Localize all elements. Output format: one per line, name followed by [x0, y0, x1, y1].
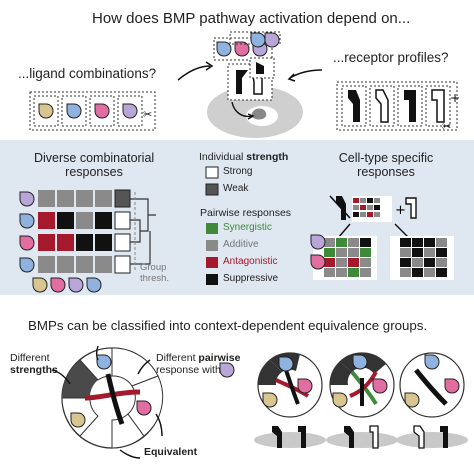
- bottom-title: BMPs can be classified into context-depe…: [28, 318, 428, 333]
- legend-individual-strength: strength: [246, 151, 289, 163]
- different-pairwise-line2: response with: [156, 364, 221, 376]
- different-strengths-line2: strengths: [10, 364, 58, 376]
- legend-swatches: [205, 166, 219, 285]
- different-pairwise-prefix: Different: [156, 352, 199, 364]
- legend-additive: Additive: [223, 239, 259, 250]
- label-different-strengths: Different strengths: [10, 352, 58, 376]
- receptor-stack: [227, 57, 275, 101]
- ligand-question: ...ligand combinations?: [18, 66, 157, 81]
- svg-text:✂: ✂: [442, 120, 451, 133]
- diverse-title-line2: responses: [65, 165, 123, 179]
- combinatorial-matrix: [19, 189, 156, 293]
- legend-individual-header: Individual strength: [199, 151, 288, 163]
- celltype-diagram: +: [310, 195, 454, 280]
- svg-text:+: +: [450, 91, 460, 105]
- celltype-title-line1: Cell-type specific: [338, 151, 434, 165]
- equivalence-wheels-small: [254, 352, 468, 449]
- ligand-stack: [213, 31, 281, 61]
- receptor-question: ...receptor profiles?: [333, 50, 449, 65]
- celltype-title: Cell-type specific responses: [326, 151, 446, 179]
- svg-text:✂: ✂: [143, 108, 152, 121]
- receptor-row: ✂ +: [336, 81, 460, 133]
- arrow-from-receptors: [289, 69, 323, 79]
- group-thresh-line1: Group: [140, 262, 167, 273]
- celltype-title-line2: responses: [357, 165, 415, 179]
- legend-pairwise-header: Pairwise responses: [200, 207, 292, 219]
- legend-weak: Weak: [223, 183, 249, 194]
- group-thresh-label: Group thresh.: [140, 262, 169, 284]
- main-title: How does BMP pathway activation depend o…: [92, 10, 411, 27]
- label-different-pairwise: Different pairwise response with: [156, 352, 240, 376]
- equivalence-wheel-large: [51, 345, 235, 459]
- different-pairwise-bold: pairwise: [198, 352, 241, 364]
- arrow-from-ligands: [177, 65, 211, 81]
- group-thresh-line2: thresh.: [140, 273, 170, 284]
- ligand-row: ✂: [29, 91, 156, 131]
- legend-suppressive: Suppressive: [223, 273, 279, 284]
- legend-individual-prefix: Individual: [199, 151, 247, 163]
- equivalent-text: Equivalent: [144, 446, 198, 458]
- different-strengths-line1: Different: [10, 352, 50, 364]
- diverse-title-line1: Diverse combinatorial: [34, 151, 155, 165]
- svg-text:+: +: [395, 203, 406, 218]
- legend-antagonistic: Antagonistic: [223, 256, 278, 267]
- diverse-title: Diverse combinatorial responses: [34, 151, 154, 179]
- legend-synergistic: Synergistic: [223, 222, 272, 233]
- label-equivalent: Equivalent: [144, 446, 197, 458]
- legend-strong: Strong: [223, 166, 253, 177]
